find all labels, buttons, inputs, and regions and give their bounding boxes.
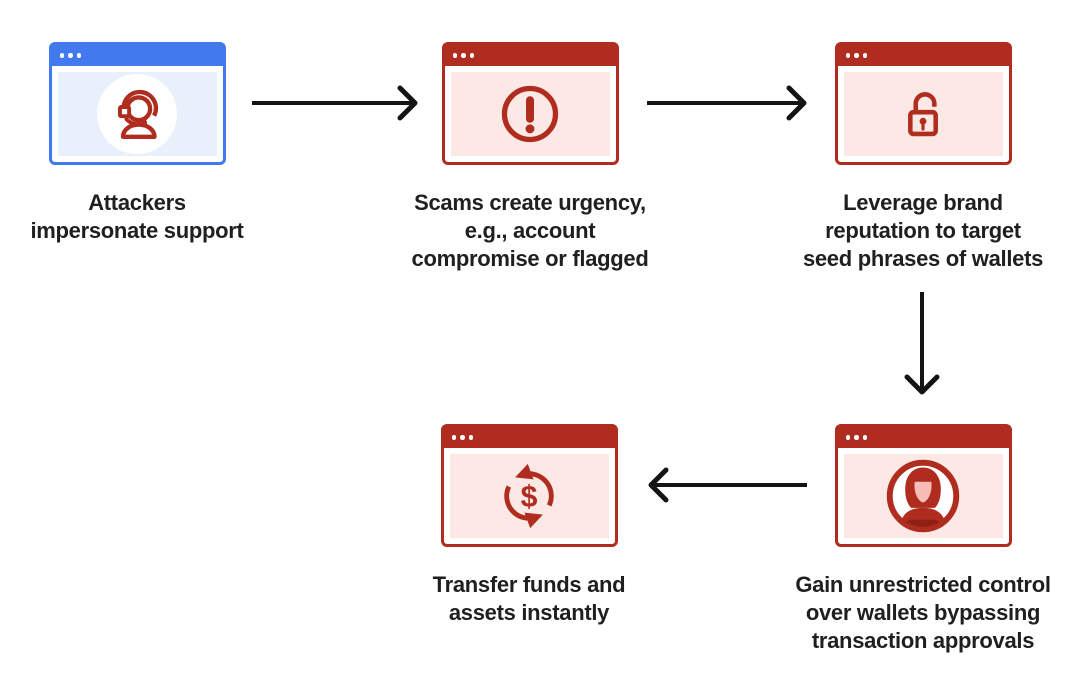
- window-dots-icon: [845, 435, 867, 440]
- avatar-circle: [97, 74, 177, 154]
- node-label: Scams create urgency, e.g., account comp…: [411, 190, 649, 271]
- window-titlebar: [837, 45, 1009, 66]
- node-label: Transfer funds and assets instantly: [432, 572, 626, 625]
- node-label: Leverage brand reputation to target seed…: [802, 190, 1044, 271]
- node-transfer-funds-instantly: $ Transfer funds and assets instantly: [359, 424, 699, 627]
- window-titlebar: [444, 45, 616, 66]
- window-dots-icon: [451, 435, 473, 440]
- window-titlebar: [51, 45, 223, 66]
- node-gain-unrestricted-control: Gain unrestricted control over wallets b…: [753, 424, 1080, 655]
- window-dots-icon: [452, 53, 474, 58]
- browser-window: [48, 42, 226, 165]
- arrow-step3-to-step4-icon: [904, 292, 940, 395]
- browser-window: [441, 42, 619, 165]
- dollar-sign: $: [521, 481, 538, 514]
- window-content: [450, 72, 610, 156]
- window-content: $: [449, 454, 609, 538]
- window-content: [843, 454, 1003, 538]
- browser-window: $: [440, 424, 618, 547]
- node-attackers-impersonate-support: Attackers impersonate support: [0, 42, 307, 245]
- browser-window: [834, 424, 1012, 547]
- window-dots-icon: [59, 53, 81, 58]
- money-cycle-icon: $: [504, 464, 554, 528]
- warning-exclamation-icon: [501, 85, 559, 143]
- window-content: [843, 72, 1003, 156]
- node-label: Attackers impersonate support: [30, 190, 244, 243]
- browser-window: [834, 42, 1012, 165]
- window-titlebar: [443, 427, 615, 448]
- window-content: [57, 72, 217, 156]
- hooded-hacker-icon: [886, 459, 960, 533]
- node-scams-create-urgency: Scams create urgency, e.g., account comp…: [360, 42, 700, 273]
- window-dots-icon: [845, 53, 867, 58]
- window-titlebar: [837, 427, 1009, 448]
- unlocked-padlock-icon: [908, 92, 938, 137]
- node-label: Gain unrestricted control over wallets b…: [795, 572, 1051, 653]
- support-agent-icon: [117, 89, 159, 139]
- node-leverage-brand-reputation: Leverage brand reputation to target seed…: [753, 42, 1080, 273]
